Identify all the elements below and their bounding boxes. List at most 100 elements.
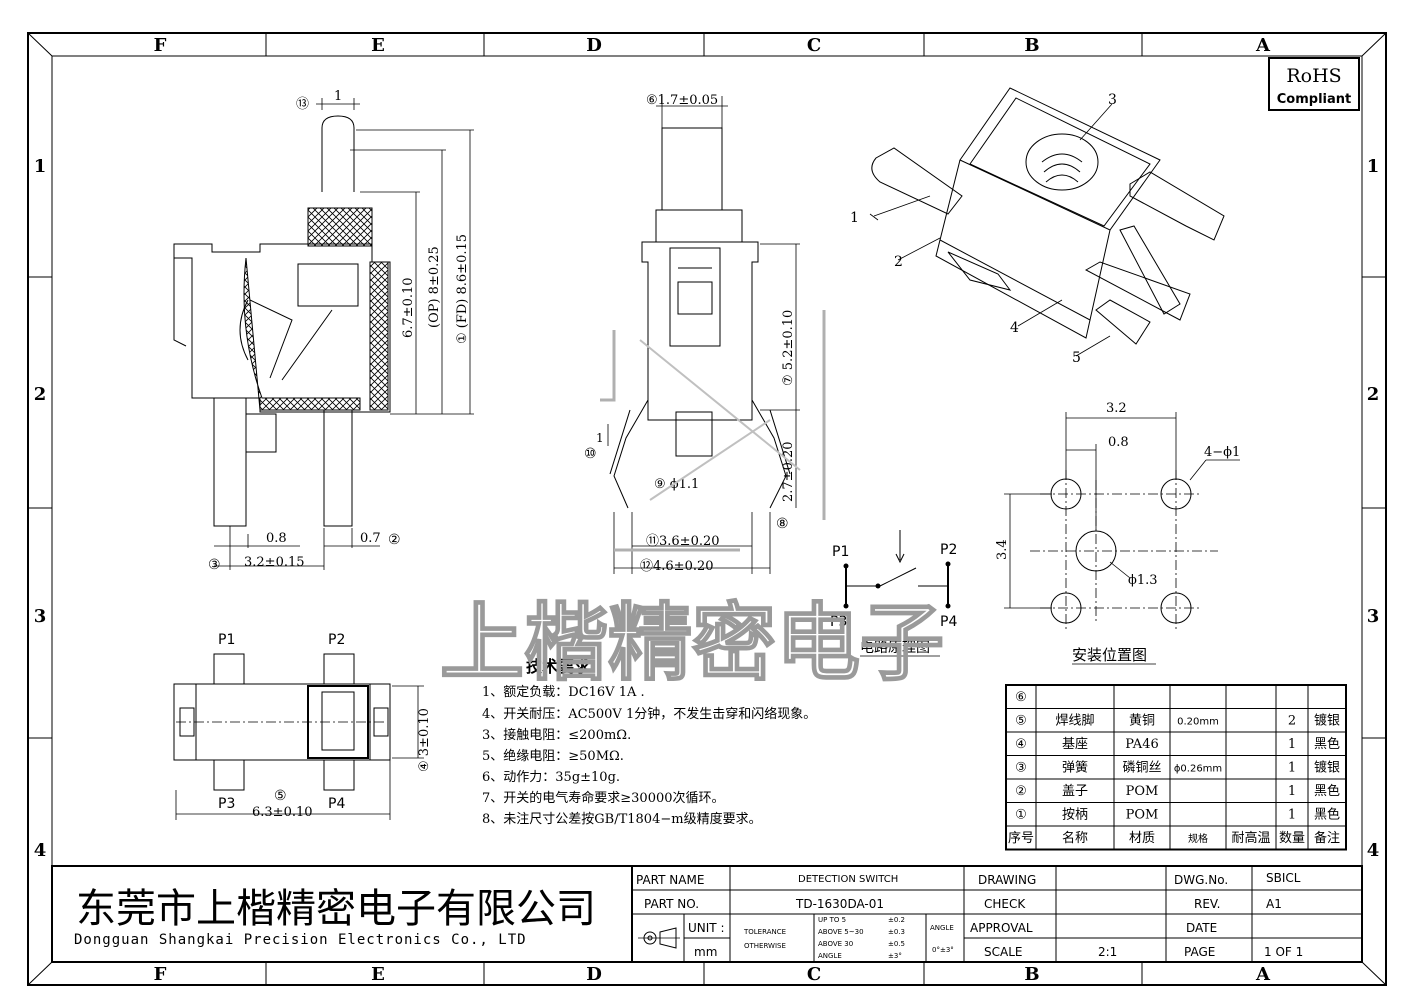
dim-0-7: 0.7 <box>360 531 381 546</box>
bom-cell: 0.20mm <box>1177 716 1219 727</box>
mount-dim-3-2: 3.2 <box>1106 401 1127 416</box>
rohs-compliant-text: Compliant <box>1277 92 1351 107</box>
bom-header-cell: 数量 <box>1279 831 1305 846</box>
iso-label-1: 1 <box>850 210 859 226</box>
company-name-cn: 东莞市上楷精密电子有限公司 <box>76 886 596 932</box>
dim-0-8: 0.8 <box>266 531 287 546</box>
dim-5-2: ⑦ 5.2±0.10 <box>781 310 796 386</box>
col-label-top: B <box>1024 35 1039 56</box>
dim-1-front: 1 <box>596 431 604 445</box>
bom-cell: 磷铜丝 <box>1122 760 1161 775</box>
watermark: 上楷精密电子 <box>439 310 945 693</box>
callout-8: ⑧ <box>776 516 789 532</box>
row-label-left: 2 <box>34 384 47 405</box>
circuit-title: 电路原理图 <box>860 640 930 656</box>
col-label-top: D <box>586 35 602 56</box>
circuit-p3: P3 <box>830 614 847 630</box>
tech-line: 1、额定负载：DC16V 1A . <box>482 685 645 700</box>
tech-line: 4、开关耐压：AC500V 1分钟，不发生击穿和闪络现象。 <box>482 706 816 722</box>
part-no-label: PART NO. <box>644 897 699 911</box>
front-view: ⑥1.7±0.05 ⑦ 5.2±0.10 2.7±0.20 ⑩ 1 ⑨ ϕ1.1… <box>584 93 800 574</box>
dim-phi-1-1: ⑨ ϕ1.1 <box>654 477 699 492</box>
watermark-text: 上楷精密电子 <box>440 594 944 692</box>
side-section-view: ⑬ 1 6.7±0.10 (OP) 8±0.25 ① (FD) 8.6±0.15… <box>173 89 474 573</box>
tol-range: ABOVE 5~30 <box>818 928 864 936</box>
rev-label: REV. <box>1194 897 1220 911</box>
bom-cell: ⑥ <box>1015 690 1027 705</box>
tech-line: 6、动作力：35g±10g. <box>482 770 620 785</box>
iso-label-3: 3 <box>1108 92 1117 108</box>
bom-cell: ③ <box>1015 760 1027 775</box>
circuit-p2: P2 <box>940 542 957 558</box>
bom-cell: 镀银 <box>1314 759 1340 775</box>
tech-line: 7、开关的电气寿命要求≥30000次循环。 <box>482 790 725 806</box>
tol-value: ±3° <box>888 952 902 960</box>
bom-cell: POM <box>1126 784 1159 799</box>
bom-cell: PA46 <box>1125 737 1158 752</box>
page-value: 1 OF 1 <box>1264 945 1303 959</box>
bom-header-cell: 材质 <box>1129 831 1155 846</box>
bom-cell: 弹簧 <box>1062 759 1088 775</box>
mount-view-title: 安装位置图 <box>1072 646 1147 664</box>
col-label-top: C <box>807 35 821 56</box>
company-name-en: Dongguan Shangkai Precision Electronics … <box>74 932 527 948</box>
top-p1: P1 <box>218 632 235 648</box>
dim-op: (OP) 8±0.25 <box>427 246 442 328</box>
dim-2-7: 2.7±0.20 <box>781 441 796 502</box>
bom-cell: 1 <box>1288 807 1296 822</box>
bom-cell: 黑色 <box>1314 783 1340 799</box>
dim-fd: ① (FD) 8.6±0.15 <box>455 234 470 344</box>
callout-2: ② <box>388 532 401 548</box>
tol-value: ±0.3 <box>888 928 905 936</box>
circuit-diagram: P1 P2 P3 P4 电路原理图 <box>830 530 957 657</box>
date-label: DATE <box>1186 921 1217 935</box>
callout-3: ③ <box>208 557 221 573</box>
top-p4: P4 <box>328 796 345 812</box>
part-name-value: DETECTION SWITCH <box>798 874 898 885</box>
part-name-label: PART NAME <box>636 873 704 887</box>
tol-value: ±0.5 <box>888 940 905 948</box>
row-label-right: 2 <box>1367 384 1380 405</box>
bom-cell: ② <box>1015 784 1027 799</box>
tol-value: ±0.2 <box>888 916 905 924</box>
circuit-p4: P4 <box>940 614 957 630</box>
bom-cell: ① <box>1015 807 1027 822</box>
tol-range: UP TO 5 <box>818 916 846 924</box>
bom-cell: 盖子 <box>1062 784 1088 799</box>
dwg-no-label: DWG.No. <box>1174 873 1228 887</box>
dim-4-6: ⑫4.6±0.20 <box>640 559 714 574</box>
bom-header-cell: 耐高温 <box>1231 830 1270 846</box>
bom-cell: 镀银 <box>1314 712 1340 728</box>
column-dividers <box>265 33 1143 985</box>
mounting-hole-view: 3.2 0.8 4−ϕ1 3.4 ϕ1.3 安装位置图 <box>995 401 1240 665</box>
iso-label-4: 4 <box>1010 320 1019 336</box>
mount-dim-holes: 4−ϕ1 <box>1204 445 1240 460</box>
iso-label-2: 2 <box>894 254 903 270</box>
bom-cell: 2 <box>1288 713 1296 728</box>
row-label-left: 1 <box>34 156 47 177</box>
col-label-top: F <box>154 35 167 56</box>
callout-13: ⑬ <box>296 97 309 112</box>
col-label-bottom: B <box>1024 964 1039 985</box>
col-label-bottom: D <box>586 964 602 985</box>
tech-requirements: 技术要求 1、额定负载：DC16V 1A . 4、开关耐压：AC500V 1分钟… <box>482 657 816 827</box>
tech-title: 技术要求 <box>526 657 591 676</box>
row-label-right: 3 <box>1367 606 1380 627</box>
mount-dim-3-4: 3.4 <box>995 539 1010 560</box>
bom-header-cell: 名称 <box>1062 830 1088 846</box>
unit-value: mm <box>694 945 717 959</box>
top-p2: P2 <box>328 632 345 648</box>
page-label: PAGE <box>1184 945 1215 959</box>
callout-5: ⑤ <box>274 788 287 804</box>
dwg-no-value: SBICL <box>1266 871 1301 885</box>
circuit-p1: P1 <box>832 544 849 560</box>
col-label-top: E <box>371 35 385 56</box>
col-label-bottom: C <box>807 964 821 985</box>
dim-1-7: ⑥1.7±0.05 <box>646 93 718 108</box>
drawing-label: DRAWING <box>978 873 1036 887</box>
angle-value: 0°±3° <box>932 946 954 954</box>
row-dividers <box>28 276 1386 739</box>
bom-cell: 焊线脚 <box>1055 712 1094 728</box>
approval-label: APPROVAL <box>970 921 1033 935</box>
